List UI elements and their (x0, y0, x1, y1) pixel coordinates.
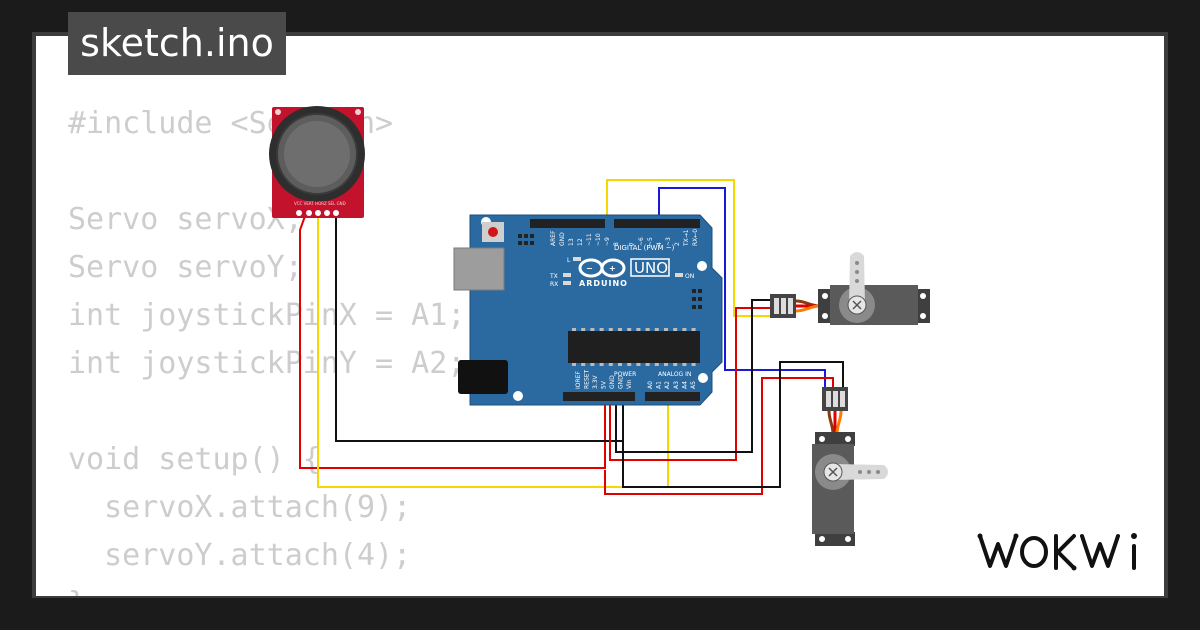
wire-servo2-signal[interactable] (658, 187, 826, 390)
servo-motor-1[interactable] (770, 252, 930, 325)
led-on-label: ON (685, 273, 694, 280)
svg-text:+: + (609, 264, 616, 273)
code-line: Servo servoX; (68, 202, 303, 237)
code-line: void setup() { (68, 442, 321, 477)
pin-label: IOREF (575, 371, 582, 389)
pin-label: Vin (626, 379, 633, 389)
pin-label: A5 (690, 381, 697, 389)
wire-servo1-vcc[interactable] (609, 307, 772, 461)
code-line: int joystickPinY = A2; (68, 346, 466, 381)
wire-joystick-vcc[interactable] (299, 215, 606, 469)
svg-text:VCC VERT HORZ SEL GND: VCC VERT HORZ SEL GND (294, 201, 346, 206)
power-jack (458, 360, 508, 394)
code-editor: #include <Servo.h>Servo servoX;Servo ser… (68, 100, 465, 596)
wire-servo1-gnd[interactable] (615, 299, 772, 453)
svg-text:−: − (586, 264, 593, 273)
wokwi-logo (977, 533, 1137, 571)
pin-label: A2 (664, 381, 671, 389)
pin-label: A1 (656, 381, 663, 389)
wires (299, 179, 844, 495)
code-line: servoY.attach(4); (68, 538, 412, 573)
pin-label: A0 (647, 381, 654, 389)
pin-label: 7 (629, 242, 636, 246)
pin-label: 12 (577, 238, 584, 246)
pin-label: A4 (681, 381, 688, 389)
led-l-label: L (567, 257, 571, 264)
pin-label: RESET (584, 369, 591, 389)
pin-label: ~9 (604, 237, 611, 246)
code-line: servoX.attach(9); (68, 490, 412, 525)
wire-servo2-gnd[interactable] (622, 361, 844, 488)
code-line: } (68, 580, 465, 596)
pin-label: 2 (674, 242, 681, 246)
joystick-module[interactable]: VCC VERT HORZ SEL GND (269, 106, 365, 218)
arduino-logo-icon (578, 258, 626, 278)
file-name-tab[interactable]: sketch.ino (68, 12, 286, 75)
pin-label: A3 (673, 381, 680, 389)
pin-label: ~10 (595, 233, 602, 246)
pin-label: ~6 (638, 237, 645, 246)
digital-label: DIGITAL (PWM ~) (614, 244, 675, 252)
pin-label: TX→1 (683, 229, 690, 247)
pin-label: 13 (568, 238, 575, 246)
usb-connector (453, 247, 505, 291)
pin-label: ~5 (647, 237, 654, 246)
wire-servo2-vcc[interactable] (604, 377, 834, 495)
pin-label: ~11 (586, 233, 593, 246)
pin-label: GND (559, 232, 566, 246)
code-line: int joystickPinX = A1; (68, 298, 466, 333)
pin-label: GND (609, 375, 616, 389)
wire-joystick-gnd[interactable] (335, 216, 624, 442)
board-brand: ARDUINO (579, 279, 628, 288)
pin-label: ~3 (665, 237, 672, 246)
wire-joystick-vert[interactable] (317, 216, 669, 488)
pin-label: 5V (601, 380, 608, 389)
analog-label: ANALOG IN (658, 371, 691, 378)
led-tx-label: TX (549, 273, 558, 280)
code-line: Servo servoY; (68, 250, 303, 285)
power-label: POWER (614, 371, 636, 378)
board-model: UNO (634, 259, 668, 277)
led-rx-label: RX (550, 281, 558, 288)
wire-servo1-signal[interactable] (606, 179, 772, 317)
pin-label: RX←0 (692, 229, 699, 246)
pin-label: GND (618, 375, 625, 389)
pin-label: 4 (656, 242, 663, 246)
pin-label: AREF (550, 230, 557, 246)
servo-motor-2[interactable] (812, 387, 888, 546)
pin-label: 8 (613, 242, 620, 246)
pin-label: 3.3V (592, 374, 599, 389)
microcontroller-chip (568, 331, 700, 363)
